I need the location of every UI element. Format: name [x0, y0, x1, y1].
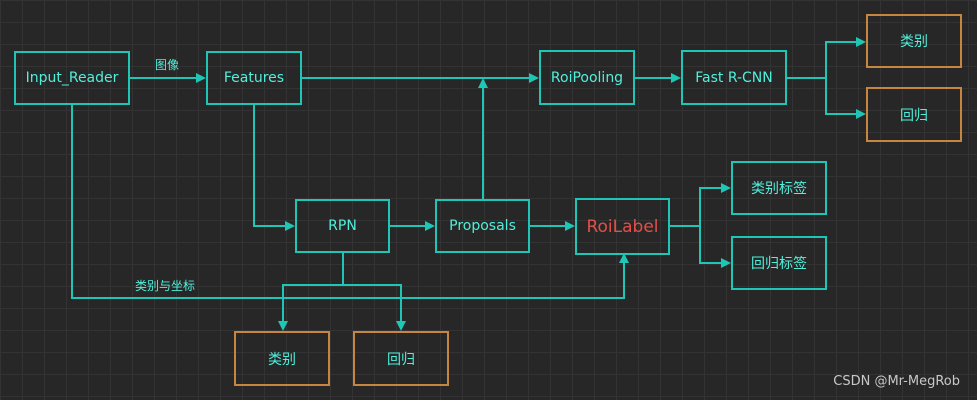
edge-label-image: 图像	[155, 58, 180, 72]
node-bottom-regress[interactable]: 回归	[353, 331, 449, 386]
edge-roilabel-to-class-label	[670, 183, 731, 227]
node-rpn[interactable]: RPN	[295, 199, 390, 253]
node-bottom-class[interactable]: 类别	[234, 331, 330, 386]
node-regress-label[interactable]: 回归标签	[731, 236, 827, 290]
node-input-reader[interactable]: Input_Reader	[14, 51, 130, 105]
node-top-class[interactable]: 类别	[866, 14, 962, 68]
edge-label-class-and-coords: 类别与坐标	[135, 279, 196, 293]
edge-roilabel-to-regress-label	[699, 226, 731, 268]
edge-fastrcnn-to-top-class	[787, 37, 866, 79]
node-roilabel[interactable]: RoiLabel	[575, 198, 670, 255]
edge-fastrcnn-to-top-regress	[825, 78, 866, 119]
edge-rpn-to-bottom-regress	[343, 284, 406, 331]
node-features[interactable]: Features	[206, 51, 302, 105]
node-top-regress[interactable]: 回归	[866, 87, 962, 142]
edge-features-to-rpn	[253, 105, 295, 231]
node-class-label[interactable]: 类别标签	[731, 161, 827, 215]
edge-rpn-to-bottom-class	[278, 253, 344, 331]
edge-input-to-roilabel	[71, 105, 629, 299]
node-fast-rcnn[interactable]: Fast R-CNN	[681, 50, 787, 105]
node-proposals[interactable]: Proposals	[435, 199, 530, 253]
watermark: CSDN @Mr-MegRob	[833, 374, 960, 389]
node-roipooling[interactable]: RoiPooling	[539, 50, 635, 105]
